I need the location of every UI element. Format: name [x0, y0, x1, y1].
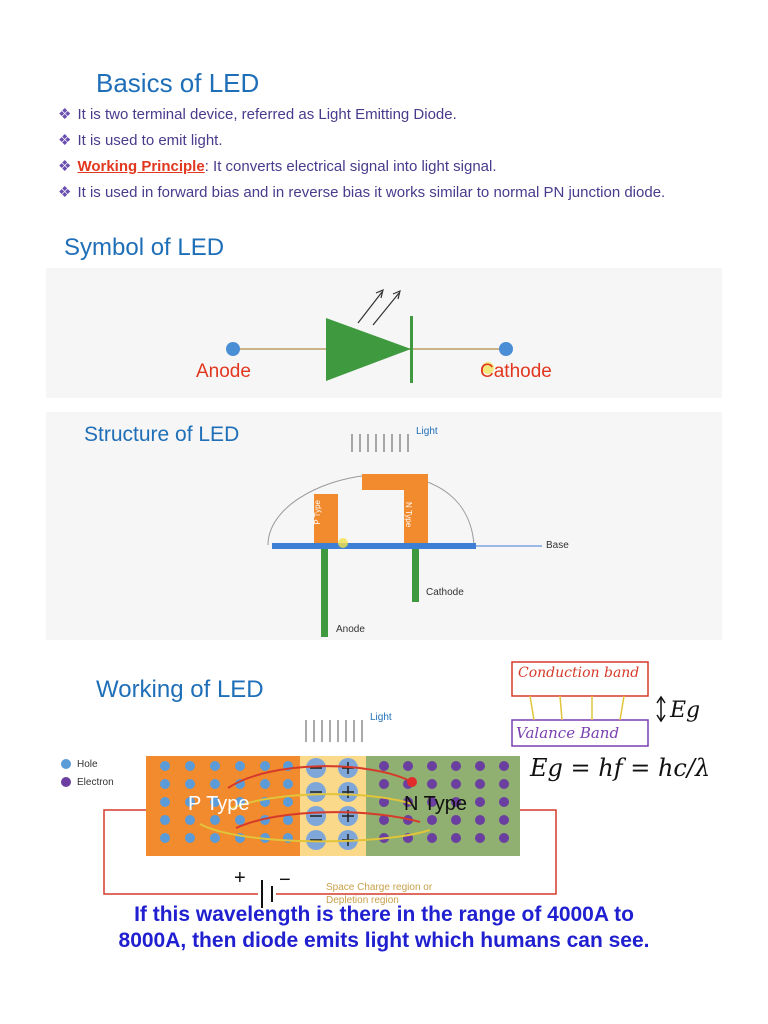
symbol-panel: Anode Cathode [46, 268, 722, 398]
anode-terminal [226, 342, 240, 356]
subtitle-caption: If this wavelength is there in the range… [40, 902, 728, 954]
bias-circuit [103, 809, 557, 895]
conduction-band-box [511, 661, 649, 697]
led-symbol-diagram [226, 288, 513, 383]
recombination-marker [407, 777, 417, 787]
p-type-label: P Type [188, 793, 250, 815]
light-arrows-icon [305, 720, 363, 742]
working-title: Working of LED [96, 676, 264, 703]
legend-hole-label: Hole [77, 759, 98, 770]
battery-icon [261, 880, 273, 908]
emission-arrows-icon [357, 288, 401, 326]
band-transition-lines [529, 695, 625, 721]
working-light-label: Light [370, 712, 392, 723]
bullet-item: ❖It is used in forward bias and in rever… [58, 184, 666, 201]
led-structure-diagram [267, 434, 542, 637]
n-type-block [362, 474, 428, 544]
caption-line-2: 8000A, then diode emits light which huma… [118, 929, 650, 952]
cathode-label: Cathode [426, 587, 464, 598]
legend-electron-dot [61, 777, 71, 787]
conduction-band-label: Conduction band [518, 665, 640, 681]
cathode-lead [412, 549, 419, 602]
diode-bar [410, 316, 413, 383]
basics-bullet-list: ❖It is two terminal device, referred as … [58, 105, 728, 202]
cathode-terminal [499, 342, 513, 356]
n-region [366, 756, 520, 856]
diamond-bullet-icon: ❖ [58, 106, 72, 123]
led-working-diagram [61, 661, 666, 908]
cathode-label: Cathode [480, 361, 552, 382]
diamond-bullet-icon: ❖ [58, 184, 72, 201]
energy-equation: Eg = hf = hc/λ [530, 754, 711, 782]
light-arrows-icon [351, 434, 409, 452]
electron-dots [379, 761, 509, 843]
working-principle-highlight: Working Principle [77, 158, 205, 175]
diamond-bullet-icon: ❖ [58, 132, 72, 149]
depletion-label-line2: Depletion region [326, 895, 399, 906]
diode-triangle [326, 318, 411, 381]
structure-title: Structure of LED [84, 423, 240, 446]
diamond-bullet-icon: ❖ [58, 158, 72, 175]
basics-title: Basics of LED [96, 68, 260, 98]
base-label: Base [546, 540, 569, 551]
battery-minus-label: − [279, 869, 291, 891]
anode-label: Anode [196, 361, 251, 382]
energy-gap-arrow-icon [656, 695, 666, 723]
symbol-title: Symbol of LED [64, 234, 225, 261]
base-plate [272, 543, 476, 549]
legend-hole-dot [61, 759, 71, 769]
n-type-label: N Type [404, 793, 467, 815]
cursor-highlight [338, 538, 348, 548]
anode-label: Anode [336, 624, 365, 635]
n-type-label: N Type [404, 502, 413, 528]
valance-band-label: Valance Band [516, 724, 620, 742]
structure-light-label: Light [416, 426, 438, 437]
cursor-highlight [482, 362, 494, 374]
caption-line-1: If this wavelength is there in the range… [134, 903, 634, 926]
anode-lead [321, 549, 328, 637]
battery-plus-label: + [234, 867, 246, 889]
depletion-label-line1: Space Charge region or [326, 882, 433, 893]
bullet-item: ❖It is used to emit light. [58, 132, 223, 149]
bullet-item: ❖It is two terminal device, referred as … [58, 106, 457, 123]
recombination-arrows [199, 765, 431, 843]
energy-gap-label: Eg [670, 698, 701, 723]
legend-electron-label: Electron [77, 777, 114, 788]
p-type-label: P Type [313, 500, 322, 525]
valance-band-box [511, 719, 649, 747]
bullet-item: ❖Working Principle: It converts electric… [58, 158, 497, 175]
structure-panel: Structure of LED Light P Type N Type Bas… [46, 412, 722, 640]
p-type-block [314, 494, 338, 544]
